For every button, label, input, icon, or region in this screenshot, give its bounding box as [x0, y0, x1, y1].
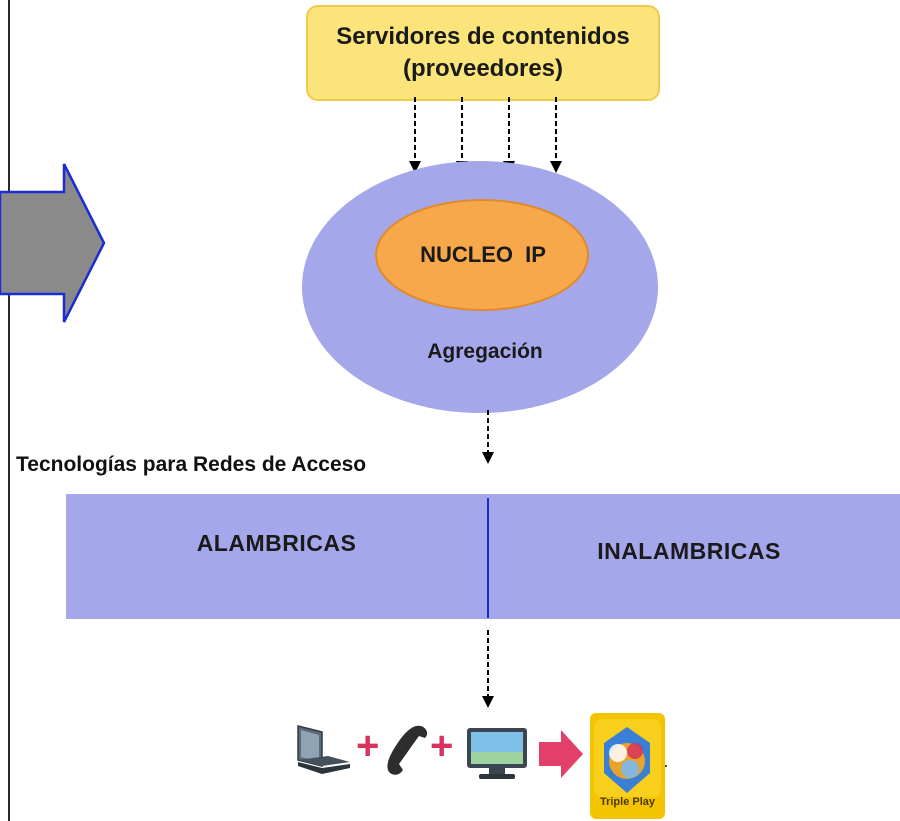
aggregation-label: Agregación [427, 340, 543, 363]
core-ip-ellipse [375, 199, 589, 311]
telephone-handset-icon [387, 725, 428, 775]
laptop-icon [297, 725, 350, 774]
wireless-label: INALAMBRICAS [597, 538, 781, 564]
core-ip-label: NUCLEO IP [420, 242, 546, 267]
big-right-arrow-icon [0, 163, 106, 323]
right-arrow-icon [539, 730, 583, 778]
plus-sign-2: + [430, 724, 454, 768]
servers-title-line2: (proveedores) [402, 55, 564, 82]
wired-label: ALAMBRICAS [196, 530, 357, 556]
content-servers-box: Servidores de contenidos (proveedores) [306, 5, 660, 101]
left-border-line [8, 0, 10, 821]
access-to-services-arrow [482, 630, 494, 708]
access-technologies-title: Tecnologías para Redes de Acceso [16, 453, 367, 476]
access-divider [487, 498, 489, 618]
triple-play-label: Triple Play [599, 796, 656, 808]
trailing-dot: · [663, 755, 669, 775]
triple-play-balls-icon [594, 719, 661, 797]
tv-monitor-icon [467, 728, 527, 779]
triple-play-icon [590, 713, 665, 819]
servers-title-line1: Servidores de contenidos [336, 23, 630, 50]
access-technologies-bar [66, 494, 900, 619]
network-ellipses [302, 161, 658, 413]
aggregation-to-access-arrow [482, 410, 494, 464]
plus-sign-1: + [356, 724, 380, 768]
